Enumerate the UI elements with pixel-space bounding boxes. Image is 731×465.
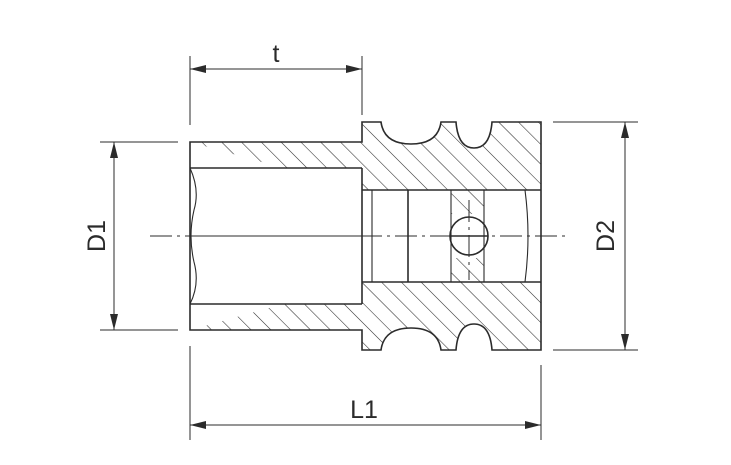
dimension-l1-label: L1	[350, 396, 378, 424]
dimension-t-label: t	[273, 40, 280, 68]
dimension-d1-label: D1	[83, 220, 111, 252]
dimension-d2-label: D2	[592, 220, 620, 252]
upper-wall-section	[190, 122, 541, 190]
lower-wall-section	[190, 282, 541, 350]
dimension-d1: D1	[83, 141, 178, 331]
dimension-l1: L1	[189, 346, 542, 440]
outer-contour	[189, 121, 542, 351]
square-drive-lower-web	[451, 258, 484, 282]
dimension-t: t	[189, 40, 363, 125]
hatched-section	[190, 122, 541, 350]
dimension-d2: D2	[553, 121, 638, 351]
square-drive-upper-web	[451, 190, 484, 214]
